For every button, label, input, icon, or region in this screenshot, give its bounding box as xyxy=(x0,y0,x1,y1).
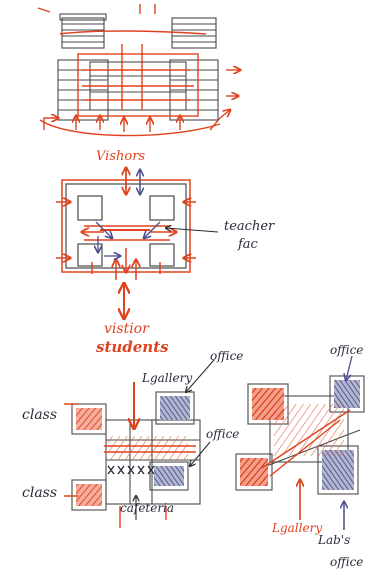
sketch-3-school-plan xyxy=(64,359,215,528)
class-top-hatch xyxy=(76,408,102,430)
gallery-label-right: Lgallery xyxy=(272,521,323,535)
office-label-right-top: office xyxy=(330,343,364,357)
class-label-bottom: class xyxy=(22,485,58,501)
visitors-label: Vishors xyxy=(96,149,146,164)
sketch-2-circulation xyxy=(56,168,219,318)
office-label-left-mid: office xyxy=(206,427,240,441)
visitor-label: vistior xyxy=(104,321,149,337)
students-label: students xyxy=(96,338,169,356)
office-cluster-ne-hatch xyxy=(334,380,360,408)
gallery-center-hatch xyxy=(274,404,344,456)
office-label-right-bottom: office xyxy=(330,555,364,569)
office-top-hatch xyxy=(160,396,190,420)
class-label-top: class xyxy=(22,407,58,423)
teacher-label: teacher xyxy=(224,219,275,234)
sketch-1-stacked-floors xyxy=(37,4,240,137)
fac-label: fac xyxy=(238,237,258,252)
labs-hatch xyxy=(322,450,354,490)
gallery-label-left: Lgallery xyxy=(142,371,193,385)
class-bottom-hatch xyxy=(76,484,102,506)
labs-label: Lab's xyxy=(318,533,351,547)
sketch-4-office-cluster xyxy=(235,355,365,530)
office-mid-hatch xyxy=(154,466,184,486)
cafeteria-label: cafeteria xyxy=(120,501,175,515)
office-cluster-sw-hatch xyxy=(240,458,268,486)
office-label-left-top: office xyxy=(210,349,244,363)
gallery-hatch xyxy=(108,436,188,460)
